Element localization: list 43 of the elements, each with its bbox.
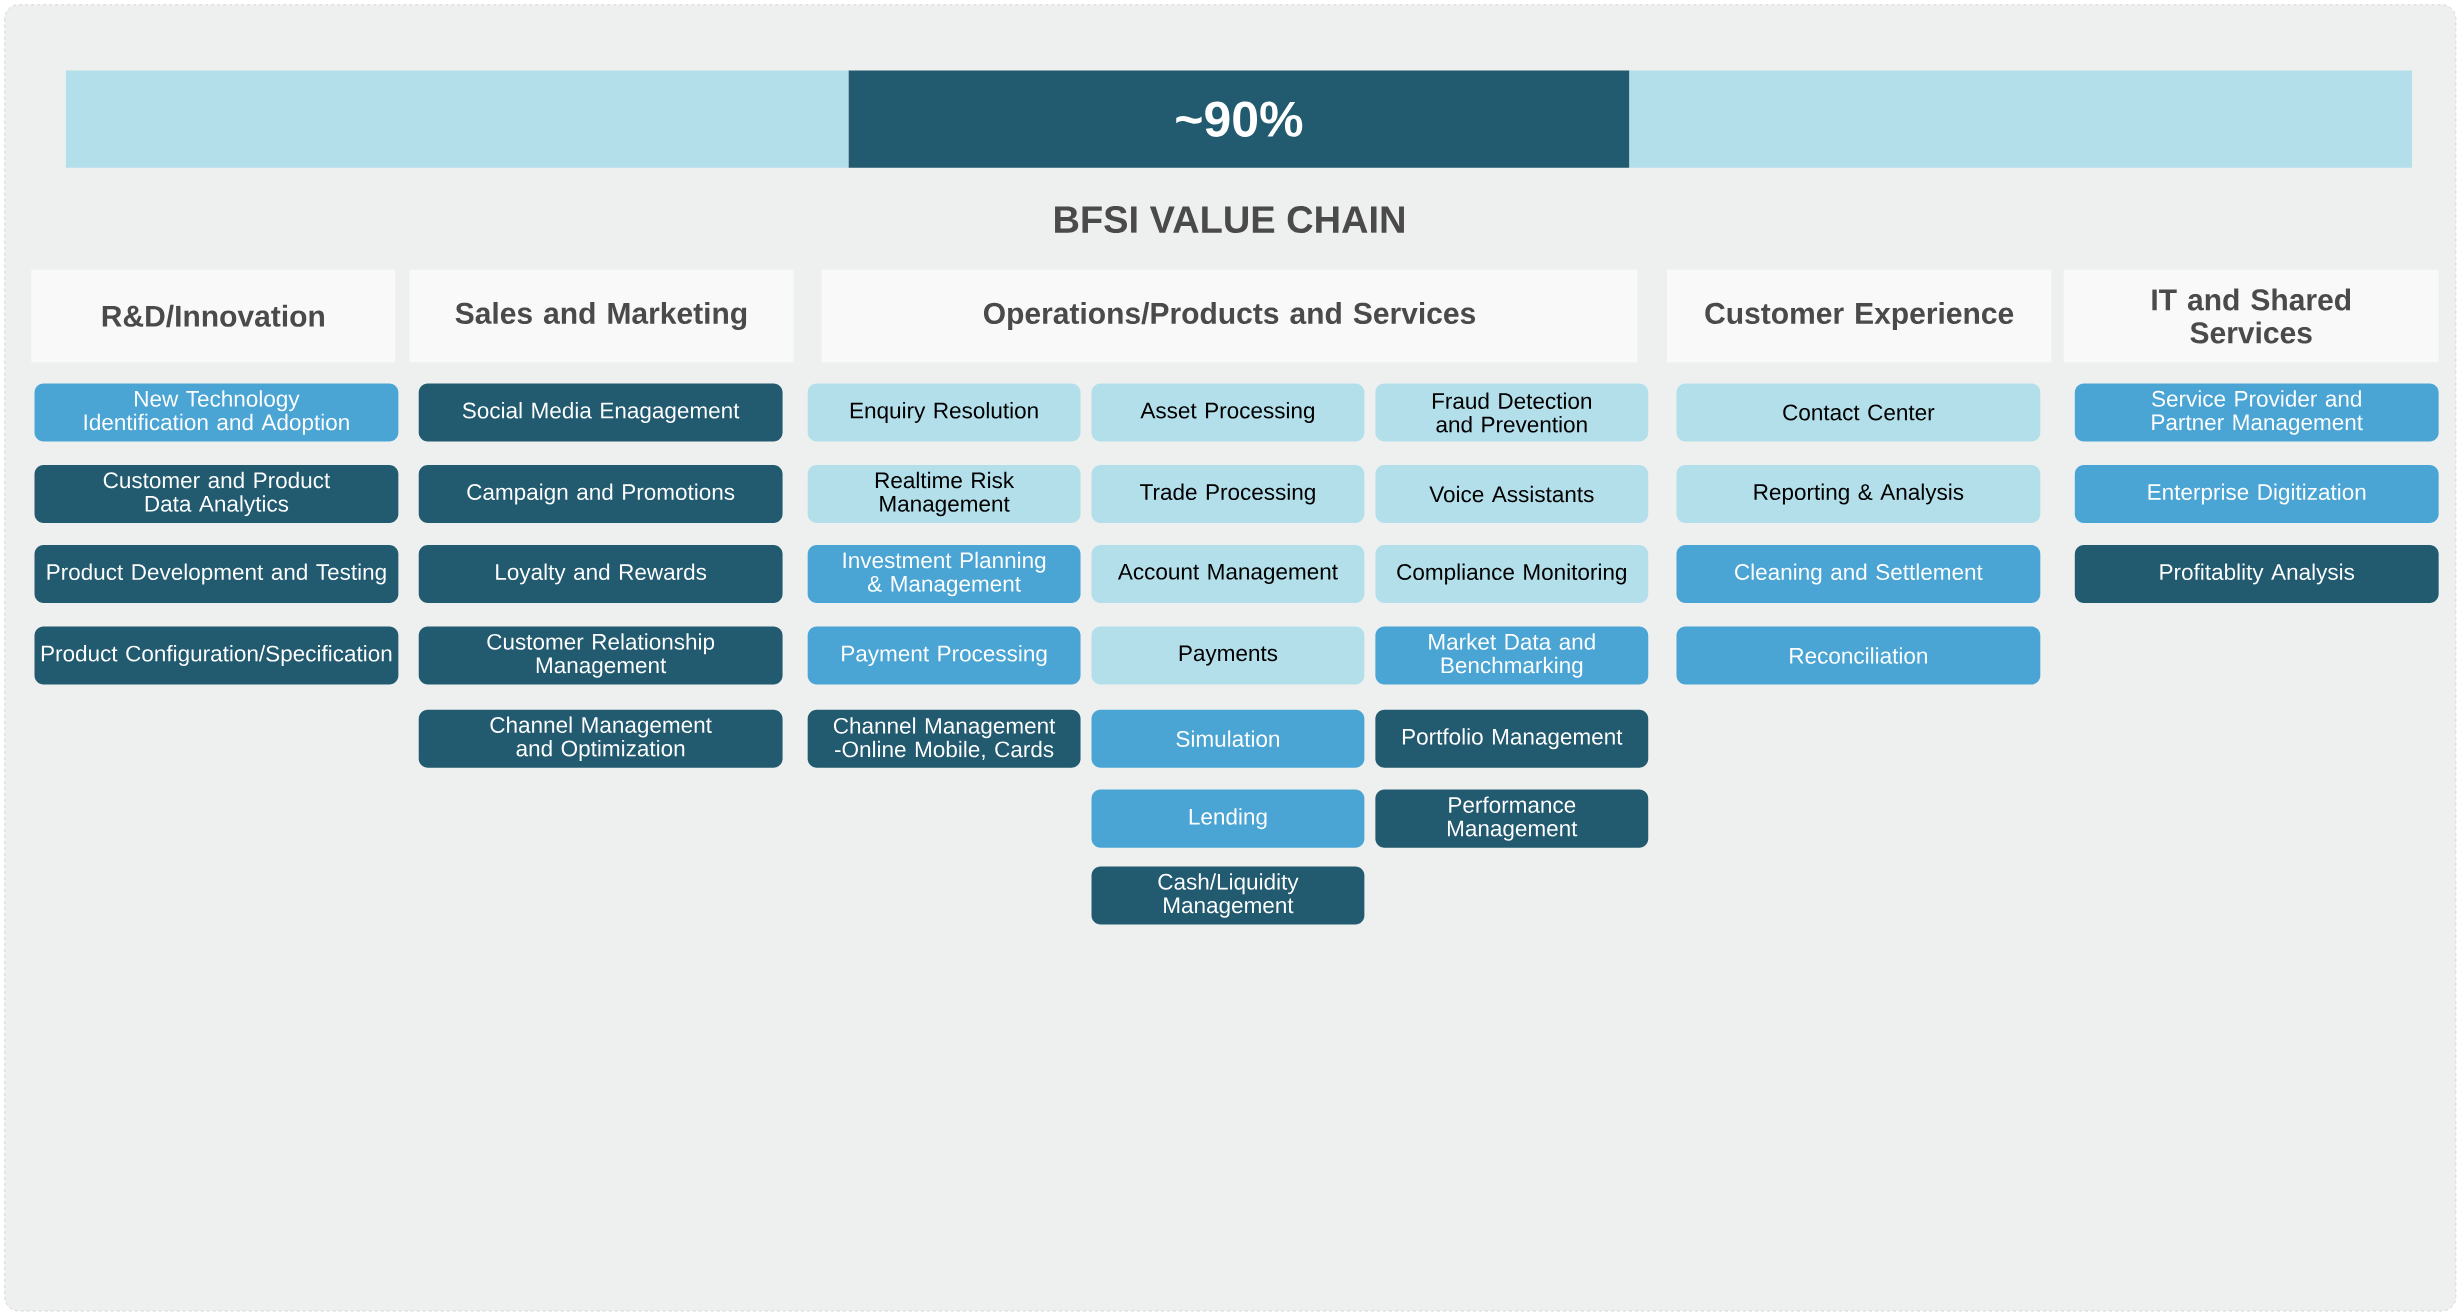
process-box: Realtime Risk Management [807,465,1081,524]
process-box: Simulation [1091,709,1365,768]
process-box: Channel Management -Online Mobile, Cards [807,709,1081,768]
column-header: Operations/Products and Services [821,269,1638,363]
process-box: Customer and Product Data Analytics [34,465,399,524]
process-box: Compliance Monitoring [1375,545,1649,604]
process-box: Lending [1091,789,1365,848]
column-header: R&D/Innovation [31,269,396,363]
process-box: Enquiry Resolution [807,383,1081,442]
process-box: Contact Center [1676,383,2041,442]
process-box: Customer Relationship Management [418,626,783,685]
process-box: Payments [1091,626,1365,685]
process-box: Performance Management [1375,789,1649,848]
process-box: Reconciliation [1676,626,2041,685]
bar-segment [65,70,849,168]
process-box: Channel Management and Optimization [418,709,783,768]
process-box: Cash/Liquidity Management [1091,866,1365,925]
bar-segment [1629,70,2412,168]
process-box: Trade Processing [1091,465,1365,524]
column-header: Sales and Marketing [409,269,794,363]
process-box: Payment Processing [807,626,1081,685]
process-box: Service Provider and Partner Management [2074,383,2439,442]
column-header: IT and Shared Services [2063,269,2439,363]
process-box: Asset Processing [1091,383,1365,442]
title: BFSI VALUE CHAIN [1055,206,1404,234]
process-box: Product Development and Testing [34,545,399,604]
process-box: Cleaning and Settlement [1676,545,2041,604]
percentage-bar: ~90% [848,70,1630,168]
column-header: Customer Experience [1667,269,2052,363]
process-box: Fraud Detection and Prevention [1375,383,1649,442]
process-box: Investment Planning & Management [807,545,1081,604]
process-box: Enterprise Digitization [2074,465,2439,524]
process-box: Reporting & Analysis [1676,465,2041,524]
process-box: Profitablity Analysis [2074,545,2439,604]
process-box: New Technology Identification and Adoption [34,383,399,442]
process-box: Account Management [1091,545,1365,604]
process-box: Market Data and Benchmarking [1375,626,1649,685]
process-box: Social Media Enagagement [418,383,783,442]
process-box: Portfolio Management [1375,709,1649,768]
process-box: Loyalty and Rewards [418,545,783,604]
process-box: Voice Assistants [1375,465,1649,524]
process-box: Campaign and Promotions [418,465,783,524]
process-box: Product Configuration/Specification [34,626,399,685]
